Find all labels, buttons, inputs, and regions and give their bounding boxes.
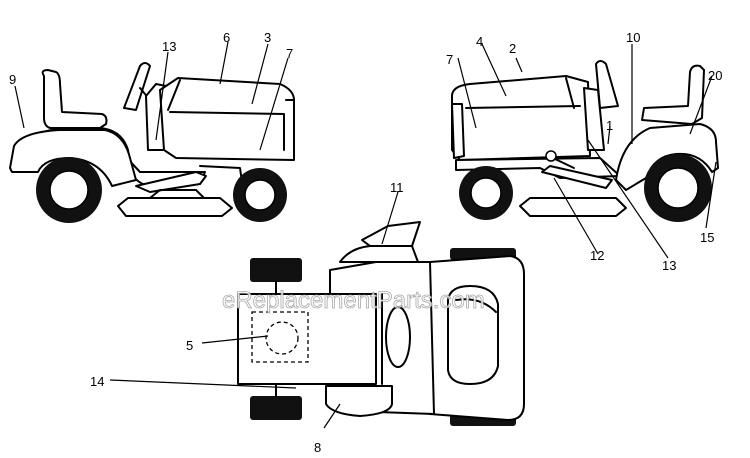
callout-label: 1 [606,118,613,133]
steering-top [385,306,411,368]
leader-lines [14,41,717,429]
callout-label: 13 [162,39,176,54]
callout-label: 6 [223,30,230,45]
callout-label: 7 [286,46,293,61]
callout-label: 11 [390,180,404,195]
seat-right [641,64,705,125]
callout-label: 14 [90,374,104,389]
callout-label: 2 [509,41,516,56]
decal-area [251,311,309,363]
deck-bottom-top [325,385,393,417]
watermark-text: eReplacementParts.com [222,287,485,314]
callout-label: 10 [626,30,640,45]
front-tire-bottom [250,396,302,420]
callout-label: 15 [700,230,714,245]
callout-label: 20 [708,68,722,83]
console-right [583,87,605,151]
seat [41,69,108,129]
callout-label: 12 [590,248,604,263]
footrest [135,171,207,193]
callout-label: 8 [314,440,321,455]
hood [159,77,295,161]
footrest-right [541,165,613,189]
tractor-top-view [237,221,525,426]
callout-label: 13 [662,258,676,273]
callout-label: 3 [264,30,271,45]
seat-top [447,285,499,385]
callout-label: 7 [446,52,453,67]
callout-label: 4 [476,34,483,49]
front-tire-top [250,258,302,282]
steering-wheel-right [595,60,619,109]
grille-right [451,103,465,159]
steering-wheel [123,62,151,111]
mower-deck [117,197,233,217]
control-knob [545,150,557,162]
callout-label: 5 [186,338,193,353]
mower-deck-right [519,197,627,217]
tractor-left-view [9,62,295,223]
callout-labels: 9 13 6 3 7 7 4 2 10 20 1 12 13 15 11 5 1… [9,30,722,455]
tractor-right-view [451,60,719,222]
decal-circle [265,321,299,355]
callout-label: 9 [9,72,16,87]
